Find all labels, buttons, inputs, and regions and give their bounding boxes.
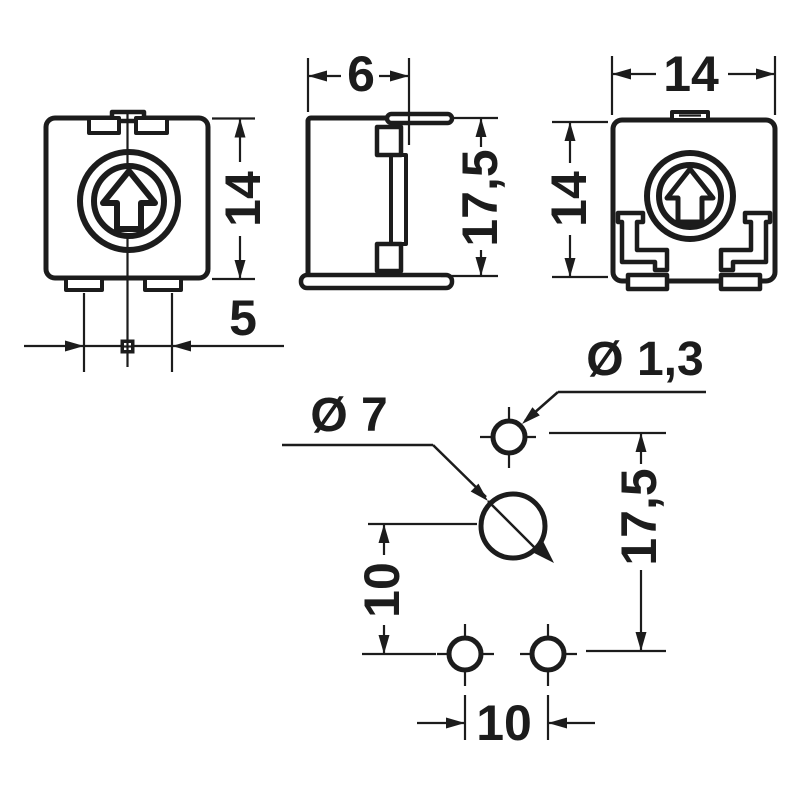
arrow-right-icon (446, 717, 465, 729)
back-width-dimension: 14 (610, 46, 777, 115)
footprint-bottom-pin-hole-left (437, 624, 494, 686)
front-knob-arrow-icon (100, 168, 158, 232)
back-pin-right (718, 272, 763, 292)
footprint-view: Ø 7 Ø 1,3 (282, 333, 706, 751)
back-pin-left (625, 272, 670, 292)
arrow-up-icon (234, 118, 246, 138)
footprint-pitch-label: 10 (476, 695, 532, 751)
front-pin-spacing-label: 5 (229, 290, 257, 346)
footprint-pitch-dimension: 10 (417, 695, 595, 751)
arrow-left-icon (548, 717, 567, 729)
arrow-up-icon (475, 118, 487, 137)
back-height-label: 14 (541, 171, 597, 227)
back-clip-left (615, 210, 670, 273)
arrow-left-icon (172, 340, 191, 352)
side-lug-top (374, 124, 404, 158)
side-height-label: 17,5 (452, 149, 508, 246)
front-knob-outer-circle (77, 149, 181, 253)
footprint-rotor-dia-callout: Ø 7 (282, 389, 492, 505)
back-mounting-clips (615, 210, 773, 292)
arrow-down-icon (234, 260, 246, 279)
back-rotor-knob (644, 150, 736, 242)
footprint-pin-dia-callout: Ø 1,3 (518, 333, 706, 429)
front-rotor-knob (77, 149, 181, 253)
footprint-row-span-dimension: 17,5 (549, 431, 667, 653)
arrow-up-icon (378, 524, 390, 543)
front-bottom-pin-right (143, 276, 183, 292)
arrow-left-icon (308, 70, 327, 82)
footprint-rotor-slot-line (487, 500, 544, 557)
front-pin-spacing-dimension: 5 (24, 290, 284, 372)
arrow-left-icon (612, 68, 631, 80)
side-view: 6 17,5 (298, 46, 508, 291)
front-height-dimension: 14 (212, 117, 271, 281)
back-knob-outer-circle (644, 150, 736, 242)
arrow-down-icon (635, 632, 647, 651)
side-bottom-flange (298, 272, 455, 291)
side-width-label: 6 (347, 46, 375, 102)
side-top-flange (384, 111, 455, 126)
arrow-up-icon (635, 433, 647, 452)
footprint-row-span-label: 17,5 (611, 468, 667, 565)
footprint-pin-dia-label: Ø 1,3 (586, 333, 703, 386)
arrow-right-icon (390, 70, 409, 82)
arrow-right-icon (756, 68, 775, 80)
footprint-top-pin-hole (480, 407, 536, 468)
back-knob-arrow-icon (664, 166, 716, 225)
front-view: 14 5 (24, 109, 284, 372)
front-top-notch-left (87, 116, 121, 135)
front-top-notch-right (134, 116, 169, 135)
back-clip-right (718, 210, 773, 273)
side-lug-bottom (374, 241, 404, 274)
arrow-down-icon (475, 257, 487, 276)
front-bottom-pin-left (64, 276, 104, 292)
arrow-down-icon (564, 258, 576, 277)
footprint-row-offset-dimension: 10 (354, 522, 477, 656)
footprint-rotor-dia-label: Ø 7 (310, 389, 387, 442)
footprint-bottom-pin-hole-right (520, 624, 577, 686)
front-center-pin-marker (120, 339, 135, 354)
arrow-right-icon (65, 340, 84, 352)
side-height-dimension: 17,5 (441, 116, 508, 278)
front-height-label: 14 (215, 171, 271, 227)
arrow-down-icon (378, 635, 390, 654)
back-height-dimension: 14 (541, 120, 608, 279)
arrow-up-icon (564, 122, 576, 141)
side-rotor-strip (389, 153, 408, 246)
back-width-label: 14 (663, 46, 719, 102)
back-view: 14 14 (541, 46, 778, 292)
side-width-dimension: 6 (306, 46, 411, 145)
footprint-row-offset-label: 10 (354, 562, 410, 618)
